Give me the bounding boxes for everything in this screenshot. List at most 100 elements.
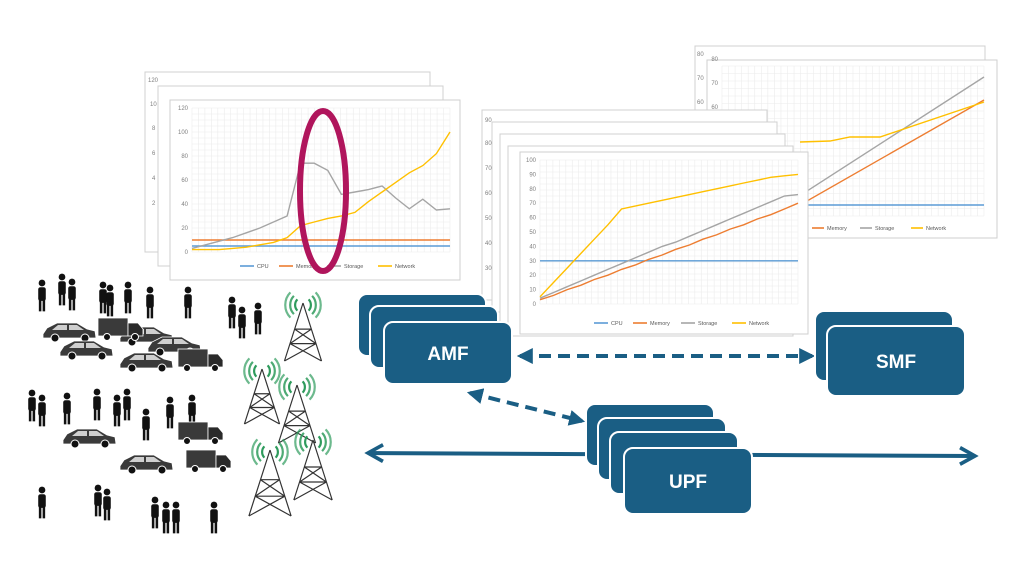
back-tick: 120 <box>148 78 159 84</box>
car-icon <box>59 340 114 361</box>
person-icon <box>254 302 262 335</box>
back-tick: 60 <box>697 100 704 106</box>
signal-wave-icon <box>256 442 262 462</box>
person-leg <box>99 301 103 314</box>
person-icon <box>123 388 131 421</box>
person-icon <box>238 306 246 339</box>
chart-card <box>519 151 809 335</box>
person-leg <box>170 416 174 429</box>
person-leg <box>72 298 76 311</box>
person-leg <box>103 301 107 314</box>
person-leg <box>93 408 97 421</box>
truck-wheel <box>219 465 227 473</box>
legend-label: CPU <box>611 321 623 327</box>
person-body <box>113 402 121 416</box>
person-head <box>238 306 246 314</box>
y-tick-label: 120 <box>178 106 189 112</box>
person-body <box>172 509 180 523</box>
car-window <box>146 329 161 334</box>
amf-stack[interactable]: AMF <box>357 293 513 385</box>
legend-label: Network <box>749 321 769 327</box>
signal-wave-icon <box>266 364 271 378</box>
person-body <box>99 289 107 303</box>
legend-label: Memory <box>650 321 670 327</box>
person-leg <box>210 521 214 534</box>
series-line-storage <box>539 193 799 299</box>
person-icon <box>93 388 101 421</box>
person-body <box>103 496 111 510</box>
person-leg <box>62 293 66 306</box>
signal-wave-icon <box>305 377 311 397</box>
car-window <box>146 457 161 462</box>
smf-label: SMF <box>876 352 916 373</box>
signal-wave-icon <box>251 438 259 466</box>
car-icon <box>119 454 174 475</box>
car-wheel <box>157 465 167 475</box>
signal-wave-icon <box>261 445 266 459</box>
person-body <box>94 492 102 506</box>
person-body <box>68 286 76 300</box>
y-tick-label: 30 <box>529 259 536 265</box>
chart-stack-center: 90 80 70 60 50 40 30 0102030405060708090… <box>481 109 809 337</box>
back-tick: 80 <box>697 52 704 58</box>
person-head <box>210 501 218 509</box>
person-leg <box>38 299 42 312</box>
legend-label: Storage <box>698 321 717 327</box>
truck-wheel <box>183 437 191 445</box>
amf-instance-card[interactable] <box>383 321 513 385</box>
car-wheel <box>157 363 167 373</box>
smf-stack[interactable]: SMF <box>814 310 966 397</box>
truck-wheel <box>211 364 219 372</box>
person-leg <box>106 304 110 317</box>
signal-wave-icon <box>324 428 332 456</box>
person-head <box>38 394 46 402</box>
person-body <box>58 281 66 295</box>
car-icon <box>147 336 202 357</box>
car-icon <box>62 428 117 449</box>
truck-wheel <box>103 333 111 341</box>
legend-label: Network <box>395 264 415 270</box>
upf-stack[interactable]: UPF <box>585 403 753 515</box>
person-icon <box>162 501 170 534</box>
y-tick-label: 60 <box>711 105 718 111</box>
truck-cab <box>207 426 224 441</box>
legend-label: CPU <box>257 264 269 270</box>
person-head <box>93 388 101 396</box>
signal-wave-icon <box>274 445 279 459</box>
signal-wave-icon <box>317 435 322 449</box>
person-head <box>58 273 66 281</box>
upf-instance-card[interactable] <box>623 447 753 515</box>
person-head <box>228 296 236 304</box>
y-tick-label: 70 <box>711 81 718 87</box>
car-icon <box>42 322 97 343</box>
person-icon <box>28 389 36 422</box>
legend-label: Storage <box>875 226 894 232</box>
signal-wave-icon <box>243 357 251 385</box>
person-leg <box>151 516 155 529</box>
y-tick-label: 80 <box>529 187 536 193</box>
person-leg <box>123 408 127 421</box>
amf-label: AMF <box>427 344 468 365</box>
person-icon <box>38 279 46 312</box>
y-tick-label: 50 <box>529 230 536 236</box>
cell-tower-icon <box>243 357 281 425</box>
person-head <box>103 488 111 496</box>
car-window <box>157 339 172 344</box>
person-head <box>113 394 121 402</box>
person-leg <box>117 414 121 427</box>
tower-frame <box>243 368 281 425</box>
smf-instance-card[interactable] <box>826 325 966 397</box>
person-body <box>228 304 236 318</box>
signal-wave-icon <box>270 361 276 381</box>
y-tick-label: 60 <box>529 216 536 222</box>
person-icon <box>113 394 121 427</box>
person-head <box>142 408 150 416</box>
truck-wheel <box>211 437 219 445</box>
person-body <box>38 402 46 416</box>
person-icon <box>188 394 196 427</box>
person-leg <box>188 414 192 427</box>
truck-wheel <box>183 364 191 372</box>
